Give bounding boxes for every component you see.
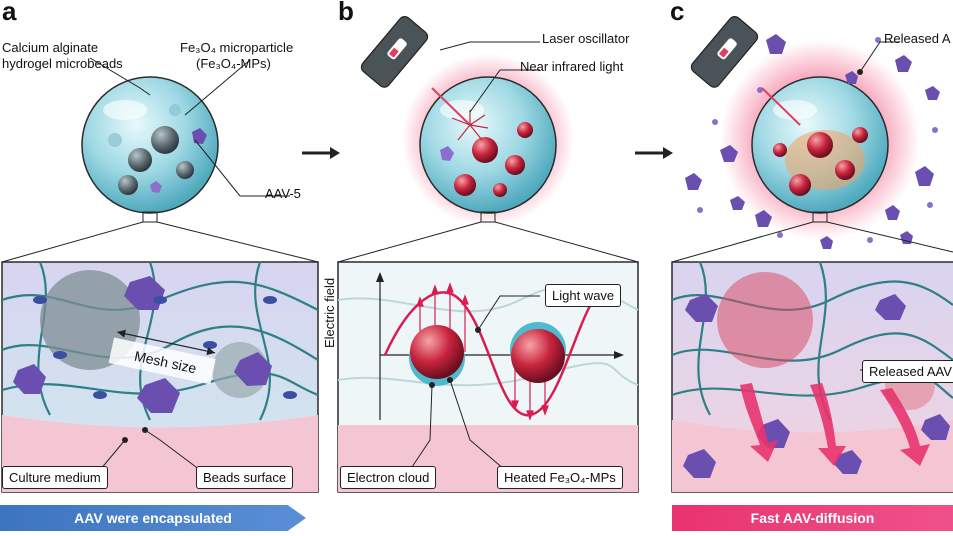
- laser-oscillator-icon: [360, 16, 429, 88]
- label-mp-line1: Fe₃O₄ microparticle: [180, 40, 294, 55]
- panel-c: [671, 16, 953, 493]
- label-laser-oscillator: Laser oscillator: [542, 31, 630, 46]
- bead-a: [81, 76, 219, 214]
- panel-b: [337, 16, 639, 493]
- panel-letter-b: b: [338, 0, 354, 26]
- banner-fast-diffusion: Fast AAV-diffusion: [672, 505, 953, 531]
- label-beads-surface: Beads surface: [196, 466, 294, 489]
- label-beads-line1: Calcium alginate: [2, 40, 99, 55]
- label-heated-mps: Heated Fe₃O₄-MPs: [497, 466, 623, 489]
- panel-a: [1, 57, 319, 493]
- label-mp-line2: (Fe₃O₄-MPs): [196, 56, 271, 71]
- label-electric-field: Electric field: [322, 277, 337, 348]
- label-beads-line2: hydrogel microbeads: [2, 56, 123, 71]
- panel-letter-a: a: [2, 0, 17, 26]
- arrow-a-to-b: [302, 147, 340, 159]
- laser-oscillator-icon-c: [690, 16, 759, 88]
- label-light-wave: Light wave: [545, 284, 622, 307]
- arrow-b-to-c: [635, 147, 673, 159]
- light-wave: [383, 289, 601, 417]
- label-released-top: Released A: [884, 31, 951, 46]
- banner-encapsulated: AAV were encapsulated: [0, 505, 306, 531]
- panel-letter-c: c: [670, 0, 685, 26]
- label-aav-5: AAV-5: [265, 186, 301, 201]
- label-culture-medium: Culture medium: [2, 466, 108, 489]
- label-near-infrared: Near infrared light: [520, 59, 624, 74]
- label-electron-cloud: Electron cloud: [340, 466, 437, 489]
- label-released-aav: Released AAV: [862, 360, 953, 383]
